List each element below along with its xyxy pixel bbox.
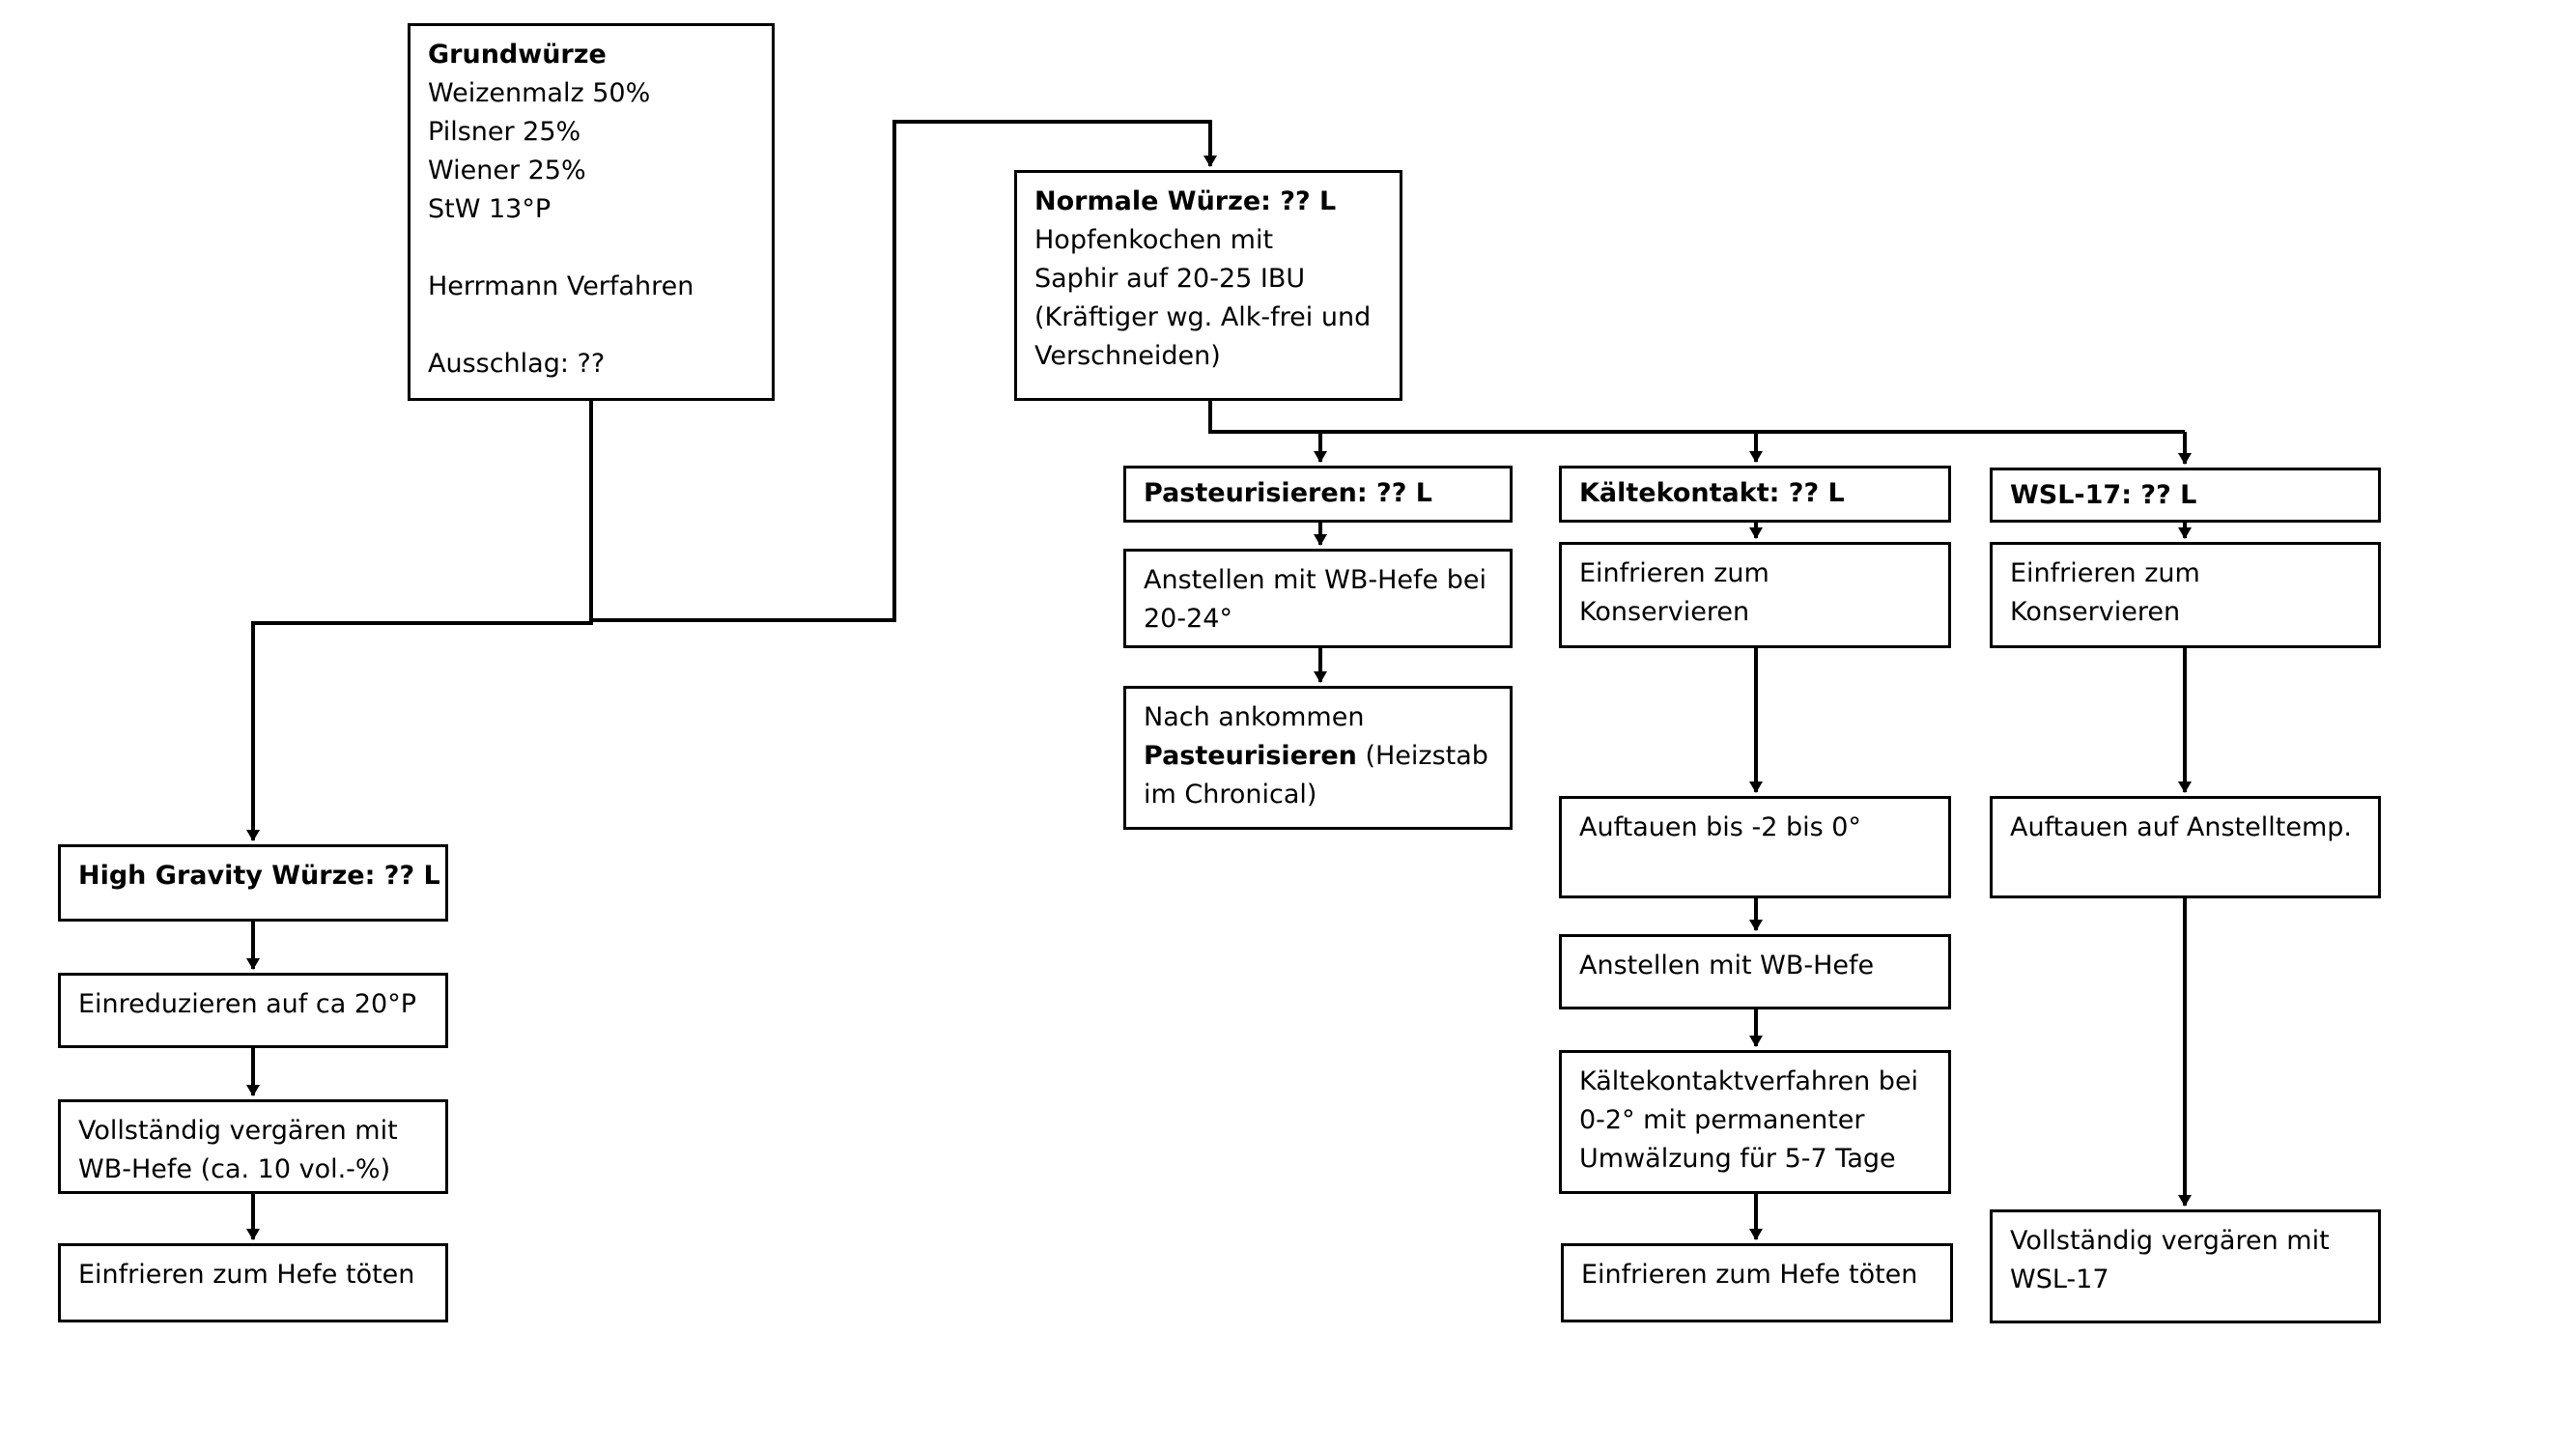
high-gravity-step-text: WB-Hefe (ca. 10 vol.-%) (78, 1154, 391, 1184)
high-gravity-step-text: Einfrieren zum Hefe töten (78, 1260, 415, 1290)
normal-title: Normale Würze: ?? L (1034, 186, 1337, 216)
kaelte-step: Einfrieren zum Konservieren (1559, 542, 1951, 648)
pasteur-step-text: Nach ankommen (1144, 702, 1365, 732)
normal-line: Hopfenkochen mit (1034, 225, 1274, 255)
wsl-step: Auftauen auf Anstelltemp. (1990, 796, 2381, 898)
kaelte-step-text: Anstellen mit WB-Hefe (1579, 951, 1875, 980)
grundwuerze-line: StW 13°P (428, 194, 552, 224)
pasteur-step: Nach ankommen Pasteurisieren (Heizstab i… (1123, 686, 1513, 830)
normal-line: Verschneiden) (1034, 341, 1221, 371)
grundwuerze-line: Pilsner 25% (428, 117, 581, 147)
normal-line: Saphir auf 20-25 IBU (1034, 264, 1306, 294)
grundwuerze-ausschlag: Ausschlag: ?? (428, 349, 606, 379)
wsl-step-text: Auftauen auf Anstelltemp. (2010, 812, 2352, 842)
pasteur-box: Pasteurisieren: ?? L (1123, 466, 1513, 523)
wsl-step-text: WSL-17 (2010, 1264, 2109, 1294)
pasteur-step-text: im Chronical) (1144, 780, 1317, 810)
kaelte-step-text: Auftauen bis -2 bis 0° (1579, 812, 1861, 842)
high-gravity-step: Vollständig vergären mit WB-Hefe (ca. 10… (58, 1099, 448, 1194)
wsl-step-text: Konservieren (2010, 597, 2181, 627)
high-gravity-step-text: Vollständig vergären mit (78, 1116, 398, 1146)
normal-line: (Kräftiger wg. Alk-frei und (1034, 302, 1372, 332)
pasteur-step: Anstellen mit WB-Hefe bei 20-24° (1123, 549, 1513, 648)
kaelte-title: Kältekontakt: ?? L (1579, 478, 1845, 508)
grundwuerze-method: Herrmann Verfahren (428, 271, 694, 301)
wsl-step: Vollständig vergären mit WSL-17 (1990, 1209, 2381, 1323)
kaelte-box: Kältekontakt: ?? L (1559, 466, 1951, 523)
pasteur-step-text: 20-24° (1144, 604, 1232, 634)
wsl-step: Einfrieren zum Konservieren (1990, 542, 2381, 648)
high-gravity-step: Einfrieren zum Hefe töten (58, 1243, 448, 1322)
kaelte-step-text: Einfrieren zum (1579, 558, 1769, 588)
arrow-grund-to-highgravity (246, 399, 593, 841)
arrow-grund-to-normal (591, 120, 1217, 622)
grundwuerze-box: Grundwürze Weizenmalz 50% Pilsner 25% Wi… (408, 23, 775, 401)
pasteur-step-text: (Heizstab (1356, 741, 1488, 771)
connector-normal-split (1208, 399, 2185, 434)
kaelte-step: Einfrieren zum Hefe töten (1561, 1243, 1953, 1322)
high-gravity-step: Einreduzieren auf ca 20°P (58, 973, 448, 1048)
wsl-box: WSL-17: ?? L (1990, 468, 2381, 523)
grundwuerze-line: Weizenmalz 50% (428, 78, 651, 108)
pasteur-step-text: Anstellen mit WB-Hefe bei (1144, 565, 1486, 595)
high-gravity-title: High Gravity Würze: ?? L (78, 861, 440, 891)
kaelte-step-text: 0-2° mit permanenter (1579, 1105, 1865, 1135)
kaelte-step-text: Einfrieren zum Hefe töten (1581, 1260, 1918, 1290)
wsl-title: WSL-17: ?? L (2010, 480, 2197, 510)
pasteur-title: Pasteurisieren: ?? L (1144, 478, 1432, 508)
high-gravity-box: High Gravity Würze: ?? L (58, 844, 448, 922)
high-gravity-step-text: Einreduzieren auf ca 20°P (78, 989, 416, 1019)
wsl-step-text: Einfrieren zum (2010, 558, 2200, 588)
kaelte-step-text: Kältekontaktverfahren bei (1579, 1066, 1919, 1096)
kaelte-step-text: Konservieren (1579, 597, 1750, 627)
kaelte-step-text: Umwälzung für 5-7 Tage (1579, 1144, 1896, 1174)
normal-wuerze-box: Normale Würze: ?? L Hopfenkochen mit Sap… (1014, 170, 1402, 401)
wsl-step-text: Vollständig vergären mit (2010, 1226, 2330, 1256)
kaelte-step: Anstellen mit WB-Hefe (1559, 934, 1951, 1009)
grundwuerze-title: Grundwürze (428, 40, 607, 70)
pasteur-step-bold: Pasteurisieren (1144, 741, 1357, 771)
grundwuerze-line: Wiener 25% (428, 156, 586, 185)
kaelte-step: Auftauen bis -2 bis 0° (1559, 796, 1951, 898)
kaelte-step: Kältekontaktverfahren bei 0-2° mit perma… (1559, 1050, 1951, 1194)
